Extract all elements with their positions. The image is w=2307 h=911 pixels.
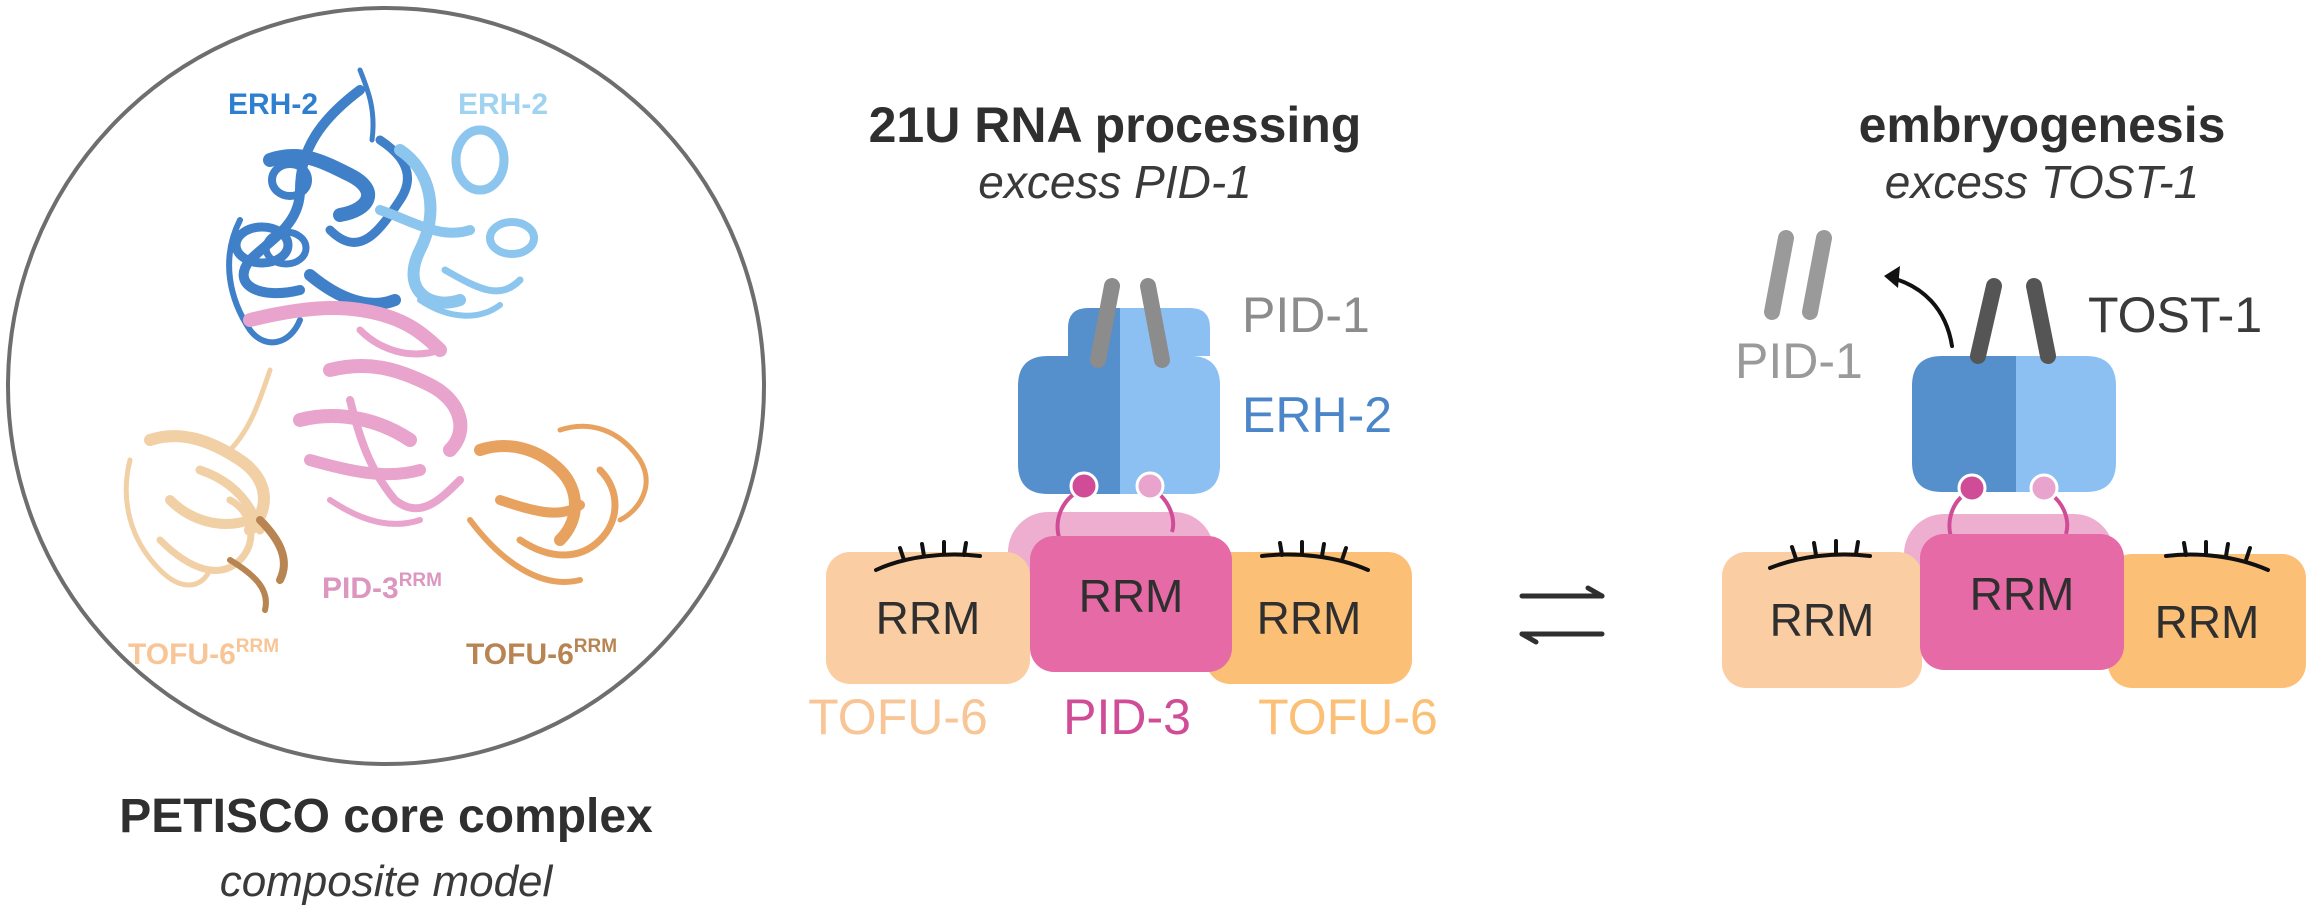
pid3-rrm-name: PID-3 [322,572,399,605]
linker-dot-light-left [1135,471,1165,501]
tofu6-rrm-right-state-left-box [1722,552,1922,688]
rna-strand-tofu6-right [1260,540,1370,572]
linkers-left [1055,471,1176,541]
structure-panel: ERH-2 ERH-2 PID-3RRM TOFU-6RRM TOFU-6RRM… [6,6,766,906]
left-state-subtitle: excess PID-1 [978,156,1252,208]
tofu6-light-ribbon [123,367,273,588]
equilibrium-arrows [1519,585,1605,645]
pid3-ribbon [243,301,468,527]
erh2-dimer-right [1912,356,2116,492]
tofu6-rrm-left-text: RRM [876,592,981,644]
forward-arrow [1519,585,1605,599]
erh2-light-structure-label: ERH-2 [458,88,548,121]
pid3-rrm-center-text: RRM [1079,570,1184,622]
pid3-rrm-structure-label: PID-3RRM [322,570,442,605]
erh2-left-subunit-light-body [1120,356,1220,494]
erh2-left-subunit-dark [1018,308,1142,494]
linker-dot-dark-left [1069,471,1099,501]
linkers-right [1947,473,2070,541]
structure-caption-subtitle: composite model [220,857,554,906]
pid1-bar-left-2 [1140,278,1170,368]
left-state-title: 21U RNA processing [869,97,1362,153]
pid1-bar-left-1 [1090,278,1120,368]
structure-caption-title: PETISCO core complex [119,790,653,843]
erh2-dark-structure-label: ERH-2 [228,88,318,121]
tofu6-rrm-right-state-left-text: RRM [1770,594,1875,646]
rna-strand-right-state-right [2164,540,2270,572]
right-state-subtitle: excess TOST-1 [1885,156,2199,208]
rna-strand-right-state-left [1768,539,1872,570]
pid3-rrm-right-state-box [1920,534,2124,670]
tost1-label: TOST-1 [2088,287,2262,343]
erh2-dimer-left [1018,308,1220,494]
tofu6-label-left: TOFU-6 [808,689,988,745]
tofu6-left-superscript: RRM [236,636,279,657]
pid1-label-right: PID-1 [1735,333,1863,389]
right-state-title: embryogenesis [1859,97,2226,153]
tofu6-orange-ribbon [467,423,649,585]
tost1-bars [1970,278,2056,364]
pid3-rrm-right-state-text: RRM [1970,568,2075,620]
tofu6-tan-ribbon [227,516,288,613]
pid3-rrm-center-box [1030,536,1232,672]
tofu6-rrm-right-box [1206,552,1412,684]
erh2-right-subunit-dark [1912,356,2018,492]
tofu6-right-structure-label: TOFU-6RRM [466,636,617,671]
tofu6-rrm-left-box [826,552,1030,684]
right-state-embryogenesis: embryogenesis excess TOST-1 PID-1 TOST-1 [1722,97,2306,688]
tofu6-left-name: TOFU-6 [128,638,236,671]
tost1-bar-2 [2026,278,2056,364]
tofu6-label-right: TOFU-6 [1258,689,1438,745]
tofu6-rrm-right-state-right-box [2108,554,2306,688]
erh2-label-left: ERH-2 [1242,387,1392,443]
structure-circle [6,6,766,766]
release-arrowhead [1884,266,1900,288]
pid3-label-left: PID-3 [1063,689,1191,745]
released-pid1-bar-1 [1764,230,1794,320]
tofu6-rrm-right-text: RRM [1257,592,1362,644]
tost1-bar-1 [1970,278,2002,364]
release-arrow [1890,276,1954,348]
erh2-light-ribbon [375,125,538,319]
linker-dot-dark-right [1957,473,1987,503]
linker-dot-light-right [2029,473,2059,503]
pid1-label-left: PID-1 [1242,287,1370,343]
pid1-bars-left [1090,278,1170,368]
pid3-rrm-superscript: RRM [399,570,442,591]
erh2-right-subunit-light [2016,356,2116,492]
tofu6-rrm-right-state-right-text: RRM [2155,596,2260,648]
tofu6-left-structure-label: TOFU-6RRM [128,636,279,671]
ribbon-model-illustration [123,67,649,613]
rna-strand-tofu6-left [874,540,982,572]
reverse-arrow [1519,631,1605,645]
tofu6-right-name: TOFU-6 [466,638,574,671]
released-pid1-bar-2 [1802,230,1832,320]
released-pid1-bars [1764,230,1832,320]
erh2-dark-ribbon [226,67,412,346]
left-state-21u-rna-processing: 21U RNA processing excess PID-1 PID-1 ER… [808,97,1438,745]
tofu6-right-superscript: RRM [574,636,617,657]
